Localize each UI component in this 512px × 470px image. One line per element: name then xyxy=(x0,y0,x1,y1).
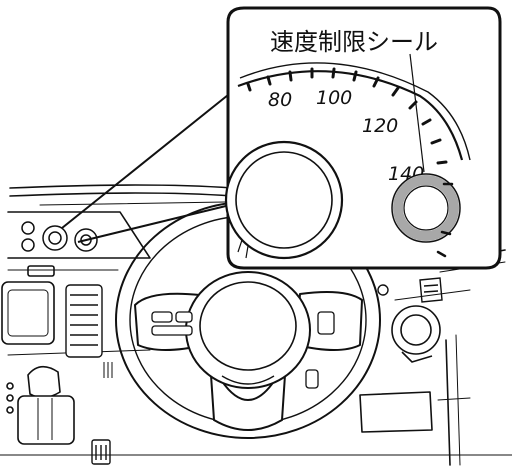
speedometer: 80 100 120 140 xyxy=(224,53,471,260)
speed-label-100: 100 xyxy=(316,87,352,109)
lower-ticks xyxy=(436,182,454,258)
right-vent xyxy=(377,277,443,303)
speed-limit-seal-label: 速度制限シール xyxy=(270,28,438,56)
speed-limit-seal xyxy=(391,173,461,243)
wheel-buttons-right xyxy=(305,311,335,389)
shift-lever xyxy=(6,365,75,445)
right-dial xyxy=(391,305,441,363)
inner-meter xyxy=(224,140,344,260)
dash-switches xyxy=(21,221,98,252)
center-display xyxy=(1,265,55,345)
speed-label-120: 120 xyxy=(362,115,398,137)
speed-label-80: 80 xyxy=(268,89,292,111)
label-leader-line xyxy=(409,53,425,173)
steering-wheel xyxy=(115,201,381,439)
callout-pointer xyxy=(61,94,231,243)
wheel-buttons-left xyxy=(151,311,193,336)
lower-console xyxy=(91,362,113,465)
speedometer-ticks xyxy=(246,67,448,165)
air-vent xyxy=(65,284,103,358)
